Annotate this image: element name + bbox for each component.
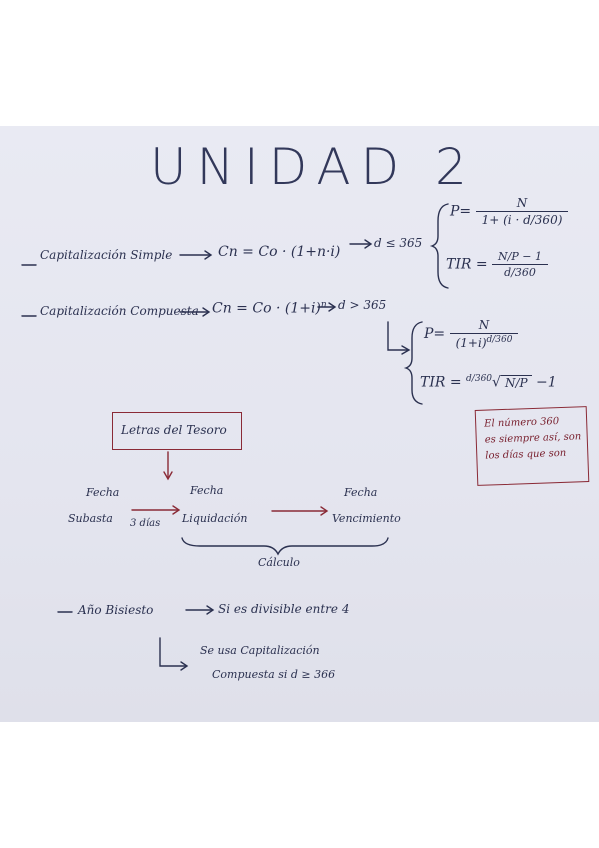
simple-p-formula: P= N 1+ (i · d/360): [450, 196, 569, 227]
simple-tir-num: N/P − 1: [492, 250, 548, 265]
compuesta-tir-tail: −1: [536, 374, 557, 391]
compuesta-p-fraction: N (1+i)d/360: [449, 318, 519, 350]
compuesta-tir-label: TIR =: [420, 374, 462, 391]
radical-sign: √: [492, 374, 501, 391]
fecha-subasta-1: Fecha: [86, 486, 120, 499]
fecha-vencimiento-1: Fecha: [344, 486, 378, 499]
compuesta-label: Capitalización Compuesta: [40, 304, 199, 318]
fecha-liquidacion-1: Fecha: [190, 484, 224, 497]
compuesta-formula: Cn = Co · (1+i): [212, 300, 321, 317]
simple-label: Capitalización Simple: [40, 248, 173, 262]
compuesta-p-den-wrap: (1+i)d/360: [450, 334, 519, 350]
fecha-vencimiento-2: Vencimiento: [332, 512, 401, 525]
simple-p-den: 1+ (i · d/360): [481, 213, 563, 227]
compuesta-p-formula: P= N (1+i)d/360: [424, 318, 519, 350]
calculo-label: Cálculo: [258, 556, 300, 569]
compuesta-tir-radicand: N/P: [500, 374, 532, 390]
compuesta-p-den: (1+i): [455, 336, 487, 350]
compuesta-p-den-exp: d/360: [486, 335, 513, 345]
simple-p-label: P=: [450, 203, 472, 220]
note-box: El número 360 es siempre así, son los dí…: [474, 406, 590, 486]
compuesta-formula-line: Cn = Co · (1+i)n: [212, 300, 327, 317]
letras-box: Letras del Tesoro: [112, 412, 242, 450]
compuesta-condition: d > 365: [338, 298, 387, 312]
simple-tir-den: d/360: [504, 266, 536, 279]
simple-condition: d ≤ 365: [374, 236, 423, 250]
simple-p-num: N: [475, 196, 569, 212]
compuesta-tir-formula: TIR = d/360√N/P −1: [420, 374, 557, 391]
simple-tir-label: TIR =: [446, 256, 488, 273]
simple-tir-fraction: N/P − 1 d/360: [492, 250, 548, 279]
bisiesto-condition: Si es divisible entre 4: [218, 602, 350, 616]
bisiesto-result-2: Compuesta si d ≥ 366: [212, 668, 336, 681]
bisiesto-result-1: Se usa Capitalización: [200, 644, 320, 657]
simple-formula: Cn = Co · (1+n·i): [218, 244, 341, 260]
fecha-subasta-2: Subasta: [68, 512, 113, 525]
simple-tir-formula: TIR = N/P − 1 d/360: [446, 250, 548, 279]
fecha-liquidacion-2: Liquidación: [182, 512, 248, 525]
compuesta-tir-root-index: d/360: [466, 374, 493, 384]
notebook-page: UNIDAD 2 Capitalización Simple Cn = Co ·…: [0, 126, 599, 722]
letras-label: Letras del Tesoro: [121, 423, 227, 437]
compuesta-p-num: N: [449, 318, 519, 334]
note-text: El número 360 es siempre así, son los dí…: [476, 407, 588, 471]
handwriting-strokes: [21, 203, 449, 671]
simple-p-fraction: N 1+ (i · d/360): [475, 196, 569, 227]
dias-label: 3 días: [130, 518, 161, 529]
bisiesto-label: Año Bisiesto: [78, 603, 154, 617]
compuesta-p-label: P=: [424, 326, 446, 342]
page-title: UNIDAD 2: [150, 138, 477, 196]
compuesta-exponent: n: [320, 300, 327, 310]
note-line-3: los días que son: [485, 447, 567, 462]
